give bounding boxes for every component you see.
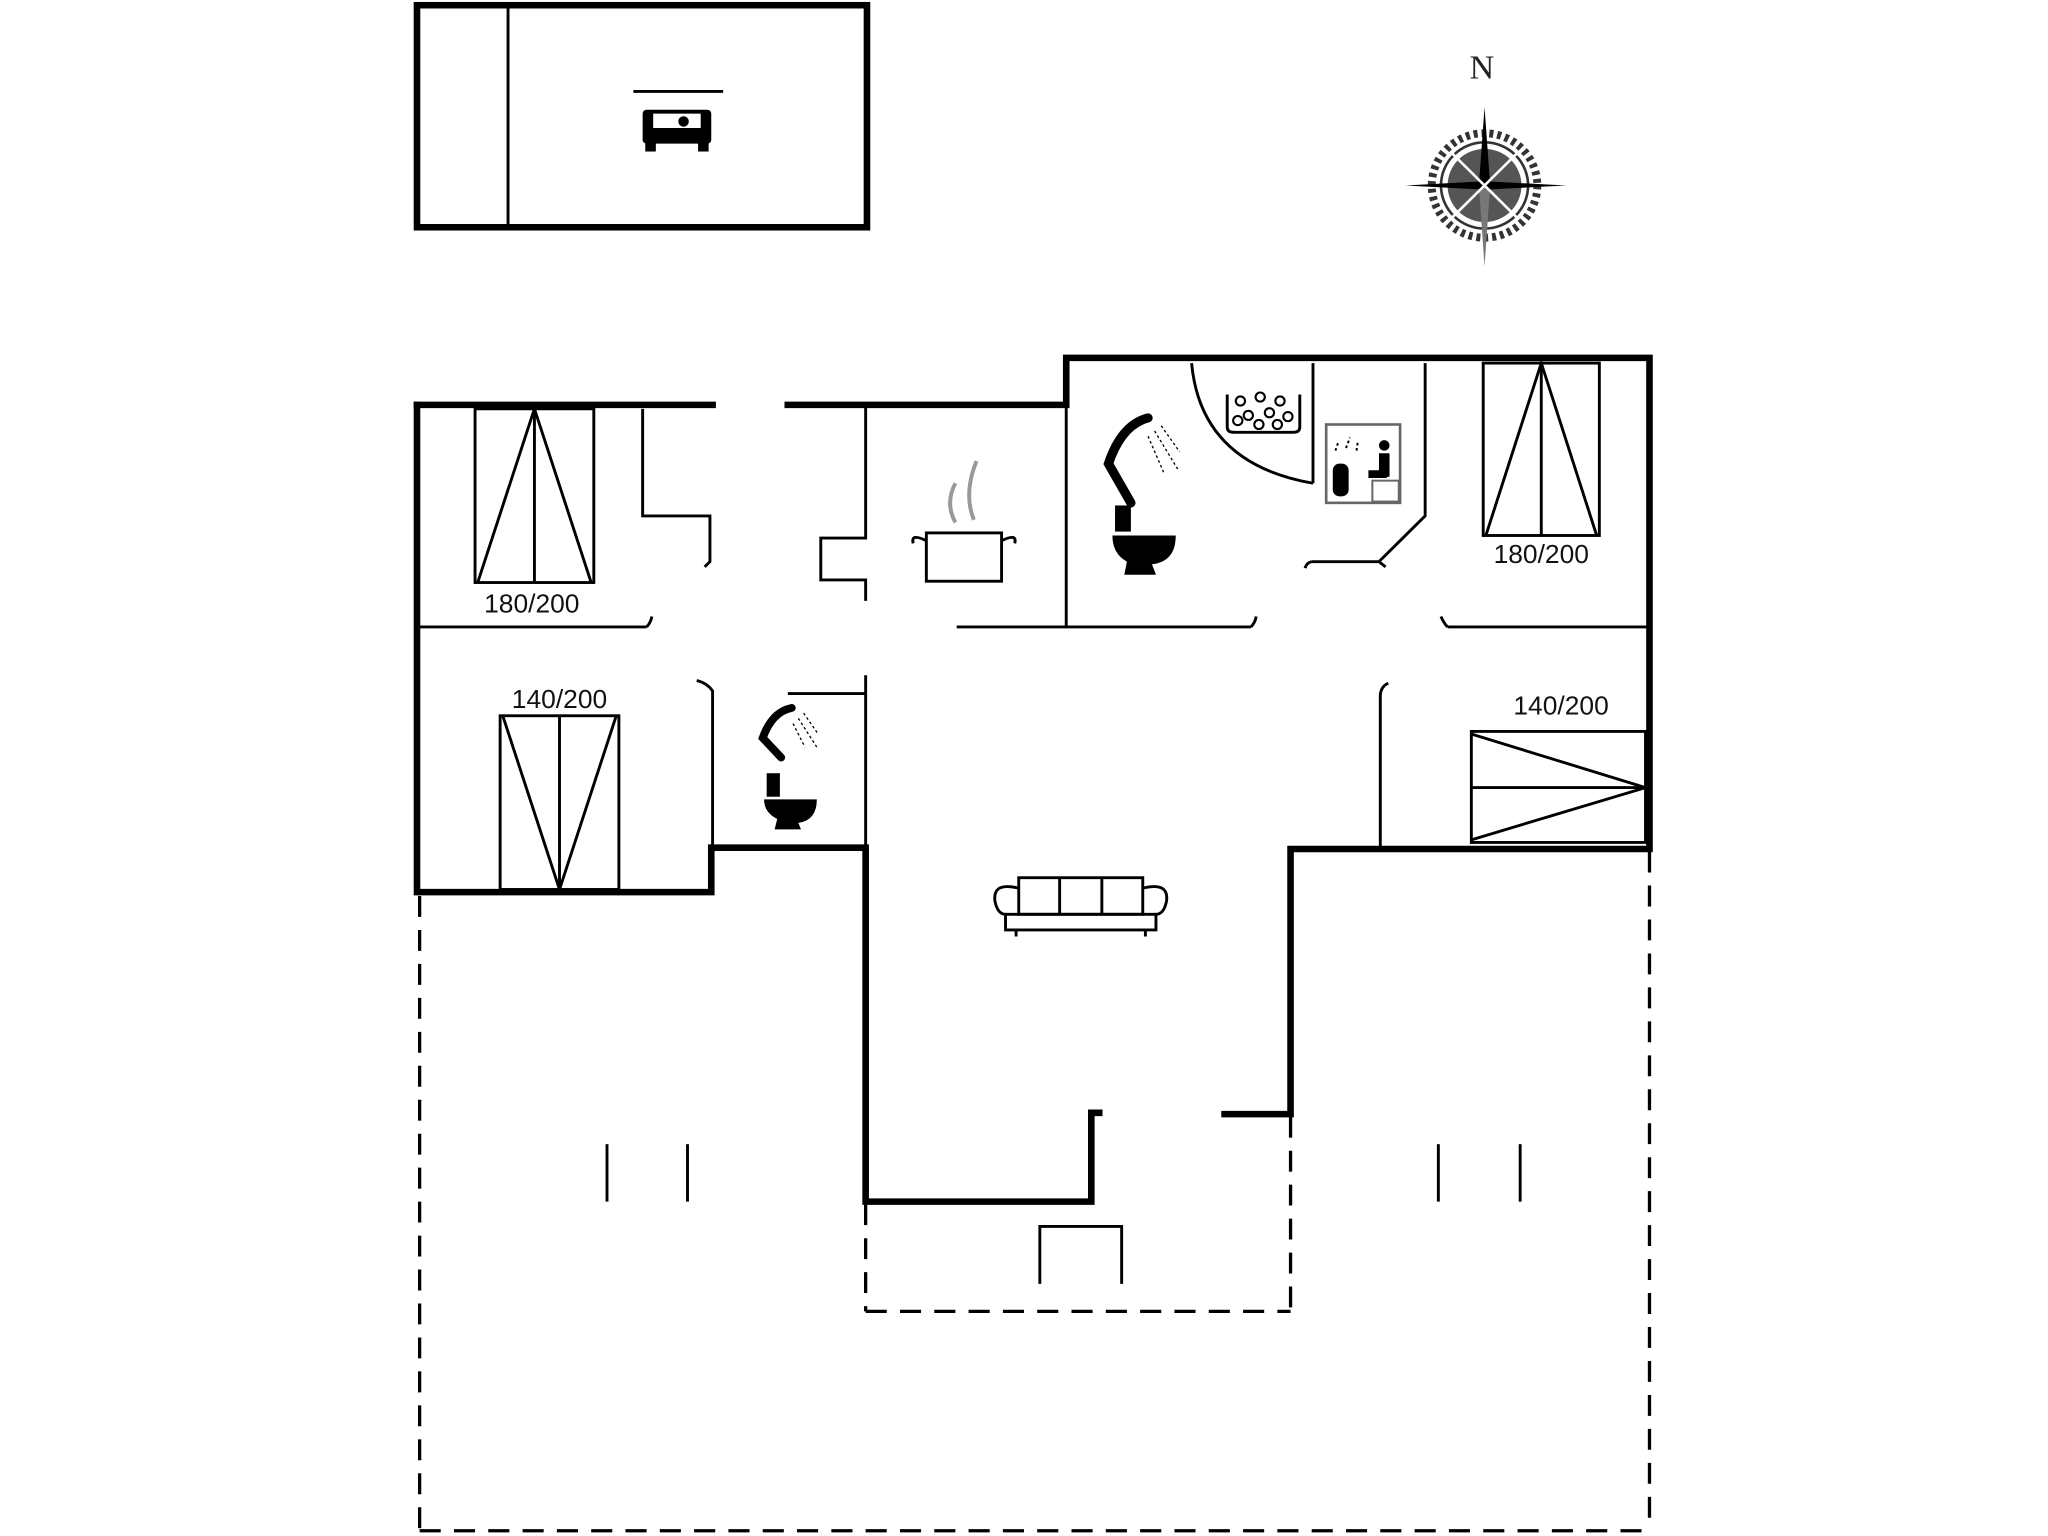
compass-north-label: N [1470, 50, 1495, 87]
bed-top-right [1481, 358, 1601, 537]
bed-size-label: 180/200 [484, 589, 579, 619]
shower-icon [758, 703, 819, 762]
bed-size-label: 140/200 [512, 684, 607, 714]
compass-rose-icon [1405, 107, 1567, 267]
car-icon [633, 89, 724, 152]
terrace-outline [417, 851, 1652, 1533]
bed-top-left [473, 404, 596, 584]
cooking-pot-icon [911, 460, 1017, 583]
sofa-icon [993, 876, 1169, 937]
whirlpool-icon [1225, 391, 1302, 434]
bed-size-label: 140/200 [1513, 691, 1608, 721]
shower-icon [1103, 413, 1181, 508]
exterior-walls [413, 354, 1653, 1205]
interior-walls [419, 362, 1647, 848]
toilet-icon [764, 773, 817, 830]
bed-bottom-right [1469, 729, 1651, 844]
toilet-icon [1112, 505, 1176, 575]
bed-bottom-left [498, 714, 621, 895]
bed-size-label: 180/200 [1494, 539, 1589, 569]
sauna-icon [1324, 423, 1402, 505]
carport [413, 1, 871, 231]
